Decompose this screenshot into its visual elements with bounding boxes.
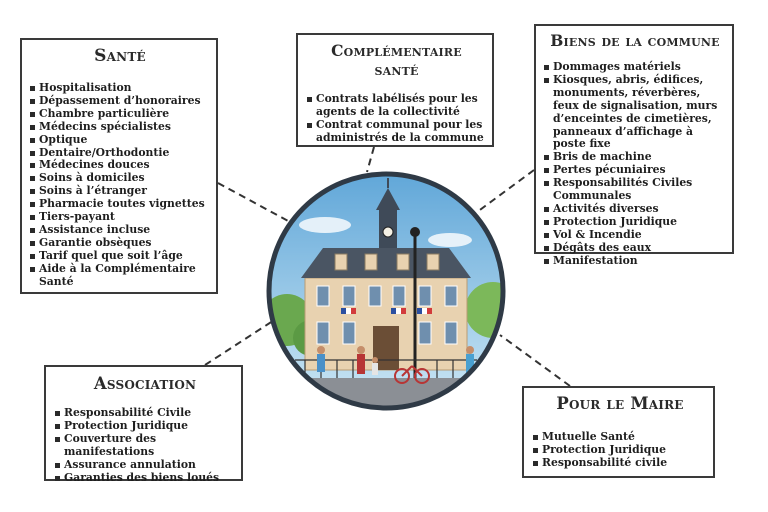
- list-item: Garantie obsèques: [30, 236, 210, 250]
- list-item: Kiosques, abris, édifices, monuments, ré…: [544, 73, 726, 151]
- sante-list: Hospitalisation Dépassement d’honoraires…: [30, 81, 210, 289]
- list-item: Tiers-payant: [30, 210, 210, 224]
- sante-title: Santé: [94, 46, 146, 66]
- association-title: Association: [93, 374, 197, 393]
- tree: [465, 282, 503, 338]
- list-item: Hospitalisation: [30, 81, 210, 95]
- list-item: Manifestation: [544, 254, 726, 268]
- list-item: Responsabilités Civiles Communales: [544, 176, 726, 203]
- complementaire-sante-box: Complémentaire santé Contrats labélisés …: [296, 33, 494, 147]
- list-item: Dommages matériels: [544, 60, 726, 74]
- complementaire-list: Contrats labélisés pour les agents de la…: [307, 92, 486, 145]
- list-item: Assistance incluse: [30, 223, 210, 237]
- connector-association: [204, 314, 283, 366]
- list-item: Protection Juridique: [533, 443, 707, 457]
- pour-le-maire-box: Pour le Maire Mutuelle Santé Protection …: [522, 386, 715, 478]
- list-item: Contrats labélisés pour les agents de la…: [307, 92, 486, 119]
- person: [357, 354, 365, 374]
- list-item: Activités diverses: [544, 202, 726, 216]
- list-item: Soins à l’étranger: [30, 184, 210, 198]
- list-item: Garanties des biens loués: [55, 471, 235, 485]
- association-box: Association Responsabilité Civile Protec…: [44, 365, 243, 485]
- list-item: Tarif quel que soit l’âge: [30, 249, 210, 263]
- cloud: [299, 217, 351, 233]
- list-item: Vol & Incendie: [544, 228, 726, 242]
- list-item: Responsabilité Civile: [55, 406, 235, 420]
- list-item: Mutuelle Santé: [533, 430, 707, 444]
- list-item: Contrat communal pour les administrés de…: [307, 118, 486, 145]
- connector-complementaire: [366, 146, 375, 173]
- list-item: Dentaire/Orthodontie: [30, 146, 210, 160]
- list-item: Protection Juridique: [55, 419, 235, 433]
- connector-maire: [499, 334, 571, 387]
- biens-list: Dommages matériels Kiosques, abris, édif…: [544, 60, 726, 268]
- list-item: Bris de machine: [544, 150, 726, 164]
- person: [466, 354, 474, 374]
- complementaire-title: Complémentaire santé: [331, 41, 462, 79]
- list-item: Responsabilité civile: [533, 456, 707, 470]
- maire-list: Mutuelle Santé Protection Juridique Resp…: [533, 430, 707, 470]
- list-item: Médecins spécialistes: [30, 120, 210, 134]
- list-item: Chambre particulière: [30, 107, 210, 121]
- clock: [382, 226, 394, 238]
- list-item: Pharmacie toutes vignettes: [30, 197, 210, 211]
- list-item: Dépassement d’honoraires: [30, 94, 210, 108]
- list-item: Protection Juridique: [544, 215, 726, 229]
- list-item: Aide à la Complémentaire Santé: [30, 262, 210, 289]
- flags: [341, 308, 432, 314]
- town-hall-illustration: [266, 171, 506, 411]
- sante-box: Santé Hospitalisation Dépassement d’hono…: [20, 38, 218, 294]
- illustration-border: [266, 171, 506, 411]
- list-item: Médecines douces: [30, 159, 210, 172]
- biens-title: Biens de la commune: [550, 31, 720, 50]
- maire-title: Pour le Maire: [556, 394, 684, 413]
- person: [317, 354, 325, 372]
- list-item: Pertes pécuniaires: [544, 163, 726, 177]
- list-item: Assurance annulation: [55, 458, 235, 472]
- cloud: [428, 233, 472, 247]
- list-item: Optique: [30, 133, 210, 147]
- door: [373, 326, 399, 370]
- connector-biens: [472, 169, 535, 216]
- biens-commune-box: Biens de la commune Dommages matériels K…: [534, 24, 734, 266]
- roof: [301, 248, 471, 278]
- list-item: Soins à domiciles: [30, 171, 210, 185]
- connector-sante: [217, 182, 291, 223]
- bicycle: [394, 365, 430, 384]
- list-item: Dégâts des eaux: [544, 241, 726, 255]
- list-item: Couverture des manifestations: [55, 432, 235, 459]
- association-list: Responsabilité Civile Protection Juridiq…: [55, 406, 235, 485]
